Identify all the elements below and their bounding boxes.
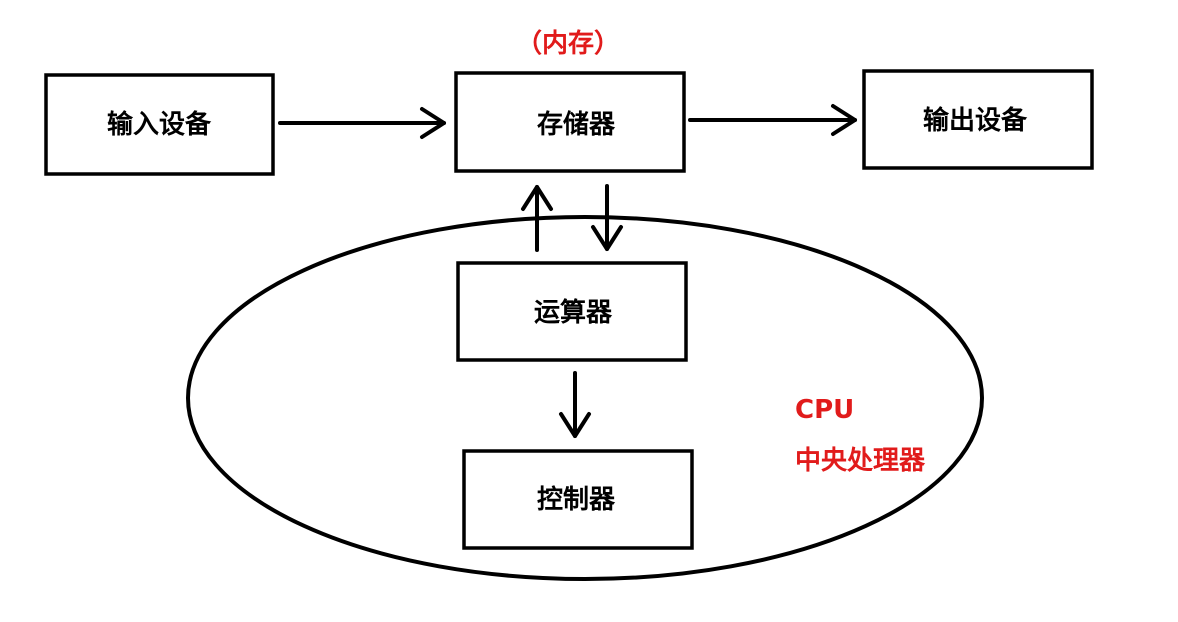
input-device-label: 输入设备 [107,109,212,140]
controller-label: 控制器 [537,485,616,515]
arrow-alu-to-controller [559,371,591,438]
cpu-label-en: CPU [795,395,854,425]
alu-box [456,261,688,362]
arrow-memory-to-output [688,104,857,136]
memory-note-label: （内存） [516,29,620,59]
alu-label: 运算器 [534,297,613,328]
arrow-alu-to-memory [521,185,553,252]
input-device-box [44,73,275,176]
memory-box [454,71,686,173]
memory-label: 存储器 [537,109,616,140]
arrow-memory-to-alu [591,184,623,251]
cpu-boundary-ellipse [186,215,984,581]
cpu-label-zh: 中央处理器 [795,446,926,476]
output-device-label: 输出设备 [923,105,1028,136]
controller-box [462,449,694,550]
arrow-input-to-memory [278,107,446,139]
output-device-box [862,69,1094,170]
